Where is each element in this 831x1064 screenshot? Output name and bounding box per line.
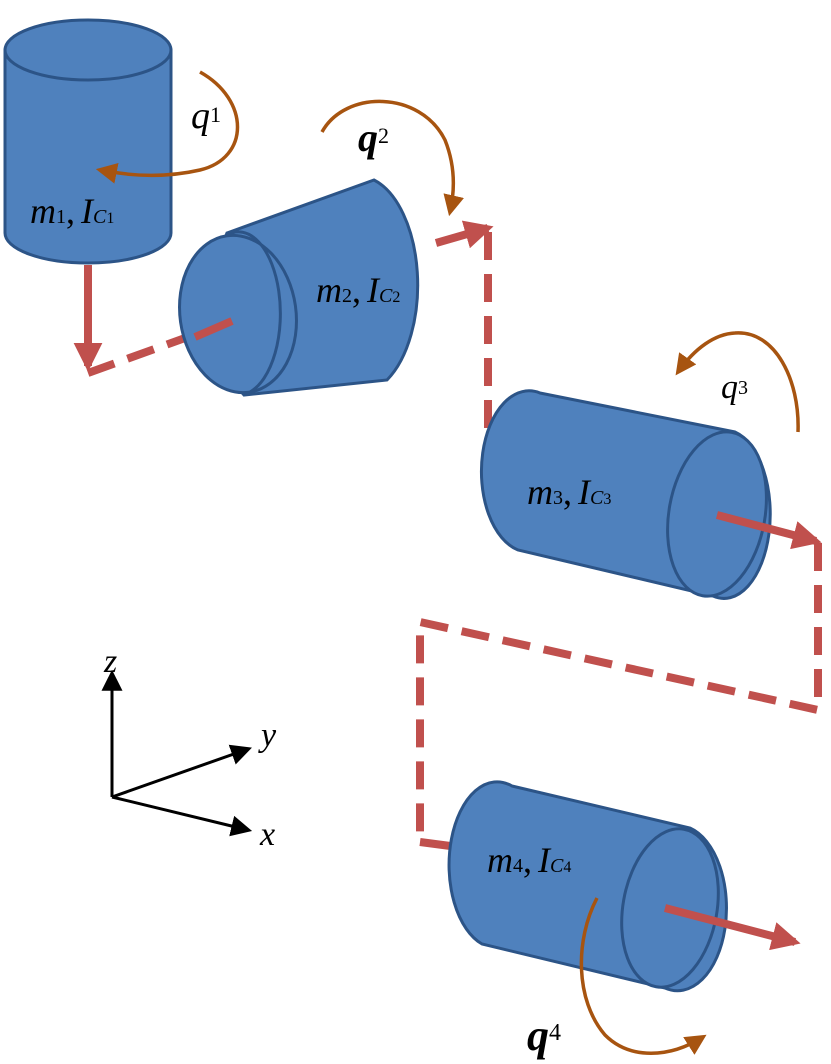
x-axis (111, 795, 253, 837)
joint-q3-index: 3 (738, 377, 748, 399)
body-4-cylinder (447, 780, 728, 993)
body-4-inertia-sub: C (550, 855, 564, 877)
body-3-mass-sub: 3 (553, 487, 563, 509)
link-3-dashed (416, 543, 822, 844)
joint-q3-label: q3 (721, 369, 748, 406)
body-3-cylinder (479, 389, 772, 600)
body-2-label: m2,IC2 (316, 270, 400, 310)
body-4-inertia: I (537, 840, 552, 880)
joint-q4-index: 4 (549, 1020, 561, 1046)
link-3-arrow (715, 511, 822, 550)
joint-q1-label: q1 (191, 95, 221, 137)
joint-q2-arrow (320, 99, 464, 217)
body-1-label: m1,IC1 (30, 191, 114, 231)
joint-q4-arrow (579, 897, 707, 1055)
joint-q1-arrow (95, 70, 240, 184)
body-2-inertia-index: 2 (392, 289, 400, 306)
body-3-mass: m (527, 472, 553, 512)
link-2-arrow (434, 220, 494, 249)
joint-q2-index: 2 (378, 123, 389, 148)
body-1-cylinder (3, 18, 173, 265)
joint-q1-symbol: q (191, 95, 210, 137)
joint-q2-symbol: q (358, 115, 378, 160)
body-2-inertia-sub: C (379, 285, 393, 307)
joint-q2-label: q2 (358, 115, 389, 160)
body-1-inertia-sub: C (93, 206, 107, 228)
body-4-comma: , (523, 840, 532, 880)
x-axis-label: x (259, 816, 275, 853)
joint-q4-label: q4 (527, 1011, 561, 1060)
y-axis-label: y (258, 717, 277, 754)
body-2-cylinder (178, 178, 420, 397)
y-axis (111, 744, 252, 799)
link-4-arrow (663, 904, 801, 951)
joint-q1-index: 1 (210, 102, 221, 127)
coordinate-frame: z y x (101, 643, 277, 853)
body-2-mass-sub: 2 (342, 285, 352, 307)
z-axis-label: z (103, 643, 117, 680)
body-3-inertia: I (577, 472, 592, 512)
body-1-comma: , (66, 191, 75, 231)
body-2-mass: m (316, 270, 342, 310)
joint-q3-symbol: q (721, 369, 738, 406)
joint-q4-symbol: q (527, 1011, 549, 1060)
link-2-inner (193, 317, 234, 341)
body-3-label: m3,IC3 (527, 472, 611, 512)
body-1-mass-sub: 1 (56, 206, 66, 228)
body-3-inertia-sub: C (590, 487, 604, 509)
body-1-mass: m (30, 191, 56, 231)
body-4-inertia-index: 4 (563, 859, 571, 876)
body-1-inertia: I (80, 191, 95, 231)
body-4-mass-sub: 4 (513, 855, 523, 877)
body-1-inertia-index: 1 (106, 210, 114, 227)
joint-q3-arrow (675, 331, 800, 433)
body-4-mass: m (487, 840, 513, 880)
body-4-label: m4,IC4 (487, 840, 571, 880)
body-2-inertia: I (366, 270, 381, 310)
body-3-inertia-index: 3 (603, 491, 611, 508)
body-3-comma: , (563, 472, 572, 512)
body-2-comma: , (352, 270, 361, 310)
